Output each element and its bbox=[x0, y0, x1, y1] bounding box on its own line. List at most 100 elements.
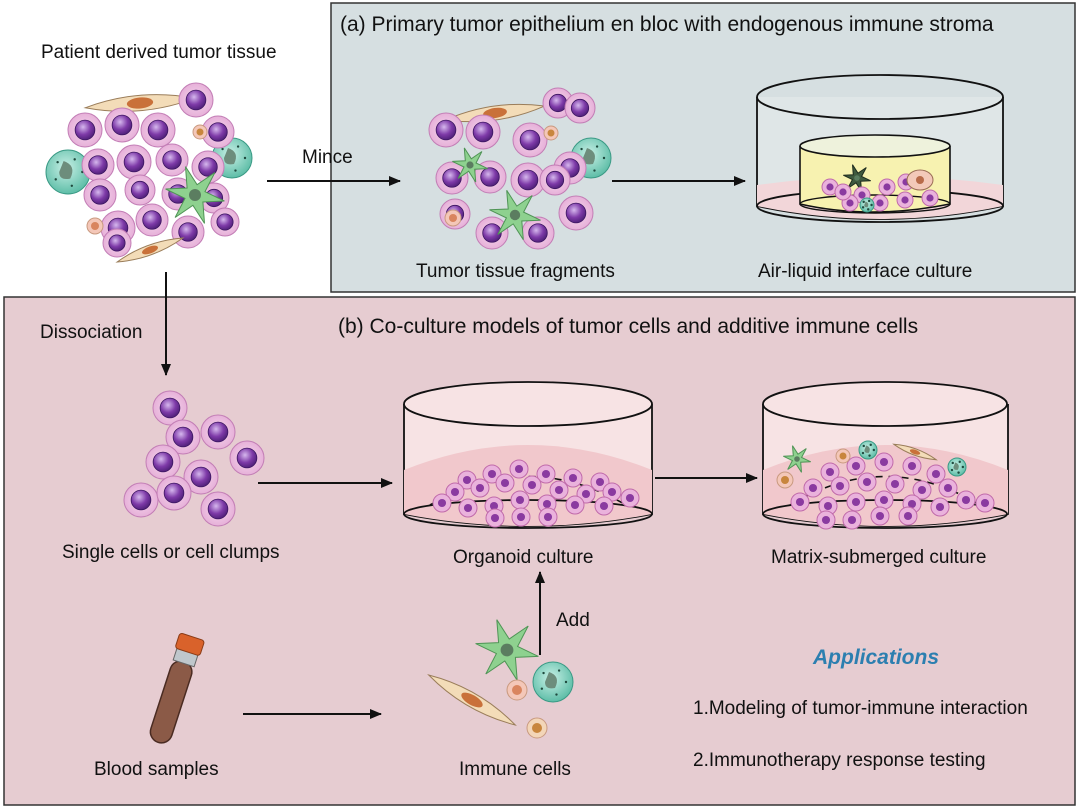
tumor-cell-icon bbox=[171, 215, 205, 249]
tumor-cell-icon bbox=[81, 148, 115, 182]
tumor-cell-icon bbox=[201, 115, 235, 149]
tumor-cell-icon bbox=[482, 464, 502, 484]
fibroblast-icon bbox=[892, 443, 938, 461]
immune-cell-icon bbox=[859, 197, 875, 213]
tumor-cell-icon bbox=[67, 112, 103, 148]
ali-dish bbox=[756, 74, 1004, 223]
fragments-label: Tumor tissue fragments bbox=[416, 261, 615, 282]
tumor-cell-icon bbox=[200, 414, 236, 450]
ali-tissue-cluster bbox=[821, 164, 939, 213]
tumor-cell-icon bbox=[871, 194, 889, 212]
tumor-cell-icon bbox=[803, 478, 823, 498]
tumor-cell-icon bbox=[510, 490, 530, 510]
lymphocyte-icon bbox=[835, 448, 851, 464]
applications-title: Applications bbox=[812, 646, 939, 669]
tumor-cell-icon bbox=[821, 178, 839, 196]
tumor-cell-icon bbox=[874, 452, 894, 472]
lymphocyte-icon bbox=[192, 124, 208, 140]
tumor-cell-icon bbox=[470, 478, 490, 498]
tumor-cell-icon bbox=[536, 464, 556, 484]
tumor-cell-icon bbox=[445, 482, 465, 502]
tumor-cell-icon bbox=[896, 191, 914, 209]
tumor-cell-icon bbox=[594, 496, 614, 516]
tumor-cell-icon bbox=[921, 189, 939, 207]
panel-b-title: (b) Co-culture models of tumor cells and… bbox=[338, 315, 918, 338]
tumor-cell-icon bbox=[956, 490, 976, 510]
tumor-cell-icon bbox=[83, 178, 117, 212]
tumor-cell-icon bbox=[152, 390, 188, 426]
tumor-cell-icon bbox=[183, 459, 219, 495]
tumor-cell-icon bbox=[565, 495, 585, 515]
tumor-cell-icon bbox=[432, 493, 452, 513]
tumor-cell-icon bbox=[857, 472, 877, 492]
tumor-cell-icon bbox=[878, 178, 896, 196]
blood-label: Blood samples bbox=[94, 759, 219, 780]
tumor-cell-icon bbox=[846, 456, 866, 476]
dendritic-cell-icon bbox=[489, 190, 541, 240]
organoid-label: Organoid culture bbox=[453, 547, 593, 568]
tumor-cell-icon bbox=[846, 492, 866, 512]
tumor-cell-icon bbox=[816, 510, 836, 530]
single-cells-label: Single cells or cell clumps bbox=[62, 542, 280, 563]
tumor-cell-icon bbox=[538, 507, 558, 527]
tumor-cell-icon bbox=[178, 82, 214, 118]
tumor-cell-icon bbox=[155, 143, 189, 177]
tumor-cell-icon bbox=[563, 468, 583, 488]
tumor-cell-icon bbox=[549, 480, 569, 500]
tumor-cell-icon bbox=[458, 498, 478, 518]
tumor-cell-icon bbox=[870, 506, 890, 526]
tumor-cell-icon bbox=[124, 174, 156, 206]
lymphocyte-icon bbox=[776, 471, 794, 489]
dendritic-cell-icon bbox=[783, 445, 811, 473]
tumor-cell-icon bbox=[790, 492, 810, 512]
lymphocyte-icon bbox=[906, 169, 934, 191]
dendritic-cell-icon bbox=[165, 166, 225, 224]
lymphocyte-icon bbox=[543, 125, 559, 141]
tumor-cell-icon bbox=[874, 490, 894, 510]
tumor-cell-icon bbox=[165, 419, 201, 455]
tumor-cell-icon bbox=[509, 459, 529, 479]
source-tissue-cluster bbox=[45, 82, 253, 263]
ali-label: Air-liquid interface culture bbox=[758, 261, 972, 282]
lymphocyte-icon bbox=[86, 217, 104, 235]
tumor-cell-icon bbox=[926, 464, 946, 484]
immune-cell-icon bbox=[858, 440, 878, 460]
immune-cell-icon bbox=[532, 661, 574, 703]
tumor-cell-icon bbox=[842, 510, 862, 530]
tumor-cell-icon bbox=[564, 92, 596, 124]
single-cells-cluster bbox=[123, 390, 265, 527]
tumor-cell-icon bbox=[102, 228, 132, 258]
tumor-cell-icon bbox=[495, 473, 515, 493]
tumor-cell-icon bbox=[539, 164, 571, 196]
mince-label: Mince bbox=[302, 147, 353, 168]
tumor-cell-icon bbox=[820, 462, 840, 482]
tumor-cell-icon bbox=[521, 216, 555, 250]
immune-cell-icon bbox=[947, 457, 967, 477]
tumor-cell-icon bbox=[123, 482, 159, 518]
tumor-cell-icon bbox=[428, 112, 464, 148]
tumor-cell-icon bbox=[116, 144, 152, 180]
tumor-cell-icon bbox=[620, 488, 640, 508]
tumor-cell-icon bbox=[912, 480, 932, 500]
tumor-cell-icon bbox=[590, 472, 610, 492]
tumor-cell-icon bbox=[156, 475, 192, 511]
tumor-cell-icon bbox=[512, 122, 548, 158]
tumor-cell-icon bbox=[200, 491, 236, 527]
application-item-2: 2.Immunotherapy response testing bbox=[693, 750, 986, 771]
source-title: Patient derived tumor tissue bbox=[41, 42, 277, 63]
tumor-cell-icon bbox=[210, 207, 240, 237]
tumor-cell-icon bbox=[135, 203, 169, 237]
tumor-cell-icon bbox=[830, 476, 850, 496]
tumor-cell-icon bbox=[104, 107, 140, 143]
blood-tube-icon bbox=[149, 633, 205, 744]
tumor-cell-icon bbox=[145, 444, 181, 480]
dissociation-label: Dissociation bbox=[40, 322, 142, 343]
tumor-cell-icon bbox=[975, 493, 995, 513]
tumor-cell-icon bbox=[930, 497, 950, 517]
dendritic-cell-icon bbox=[452, 147, 488, 183]
fibroblast-icon bbox=[427, 674, 517, 726]
tumor-cell-icon bbox=[435, 161, 469, 195]
lymphocyte-icon bbox=[526, 717, 548, 739]
tumor-cell-icon bbox=[834, 183, 852, 201]
